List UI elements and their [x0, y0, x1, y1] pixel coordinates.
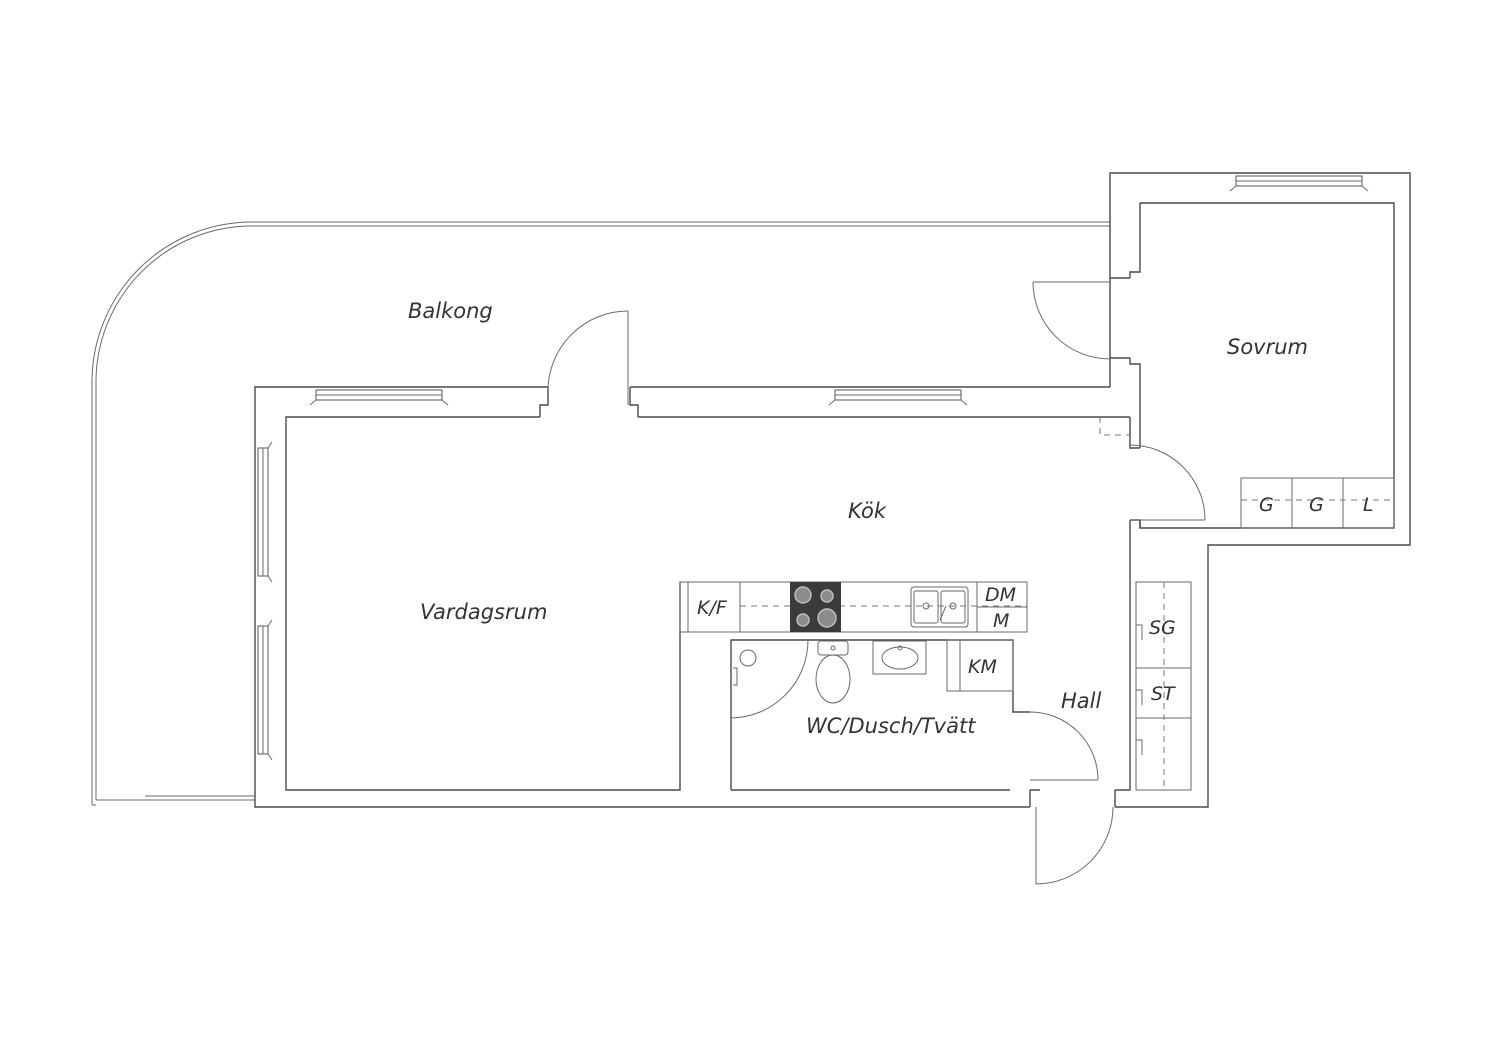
wash-basin	[872, 640, 927, 675]
doors	[547, 281, 1206, 885]
room-label-vardagsrum: Vardagsrum	[420, 600, 547, 624]
fixture-label-m: M	[993, 610, 1009, 632]
fixture-label-g1: G	[1259, 494, 1274, 516]
room-label-wc: WC/Dusch/Tvätt	[806, 714, 976, 738]
bedroom-wardrobes	[1240, 477, 1395, 529]
exterior-walls	[254, 172, 1411, 808]
windows	[257, 175, 1369, 761]
room-label-balkong: Balkong	[408, 299, 493, 323]
hall-wardrobes	[1135, 581, 1192, 791]
toilet	[815, 640, 851, 704]
kitchen-sink	[910, 586, 969, 628]
fixture-label-km: KM	[968, 656, 997, 678]
kitchen-counter	[679, 581, 1028, 633]
fixture-label-sg: SG	[1149, 617, 1176, 639]
balcony-outline	[91, 221, 1110, 806]
bathroom	[730, 639, 1030, 791]
fixture-label-l: L	[1363, 494, 1374, 516]
room-label-hall: Hall	[1061, 689, 1101, 713]
fixture-label-dm: DM	[985, 584, 1016, 606]
fixture-label-st: ST	[1151, 683, 1176, 705]
room-label-kok: Kök	[848, 499, 887, 523]
fixture-label-g2: G	[1309, 494, 1324, 516]
fixture-label-kf: K/F	[697, 597, 728, 619]
room-label-sovrum: Sovrum	[1227, 335, 1308, 359]
